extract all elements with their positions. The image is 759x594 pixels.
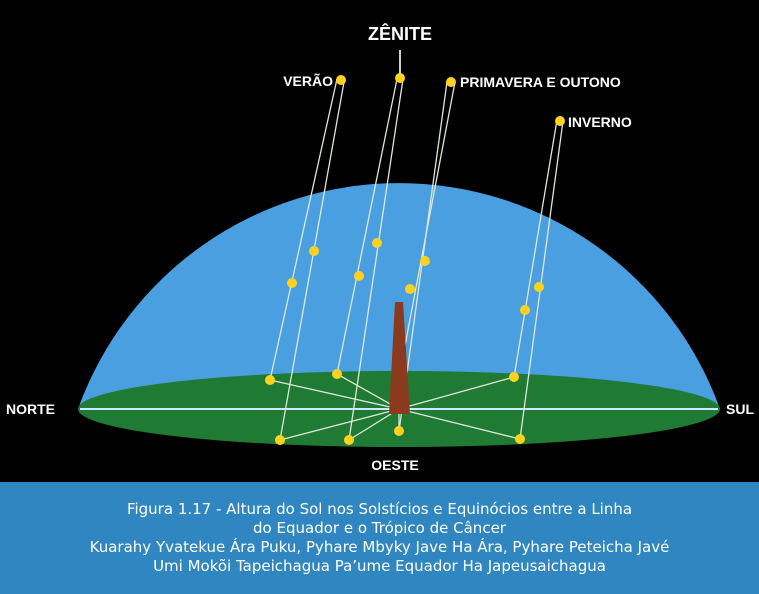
caption-line: Umi Mokõi Tapeichagua Pa’ume Equador Ha … [153, 557, 606, 575]
sun-dot [534, 282, 544, 292]
gnomon [389, 302, 410, 414]
sun-positions [265, 73, 565, 445]
sun-dot [344, 435, 354, 445]
sun-dot [395, 73, 405, 83]
sun-dot [287, 278, 297, 288]
sun-dot [309, 246, 319, 256]
sun-dot [372, 238, 382, 248]
label-zenith: ZÊNITE [368, 23, 432, 44]
sun-dot [336, 75, 346, 85]
sun-dot [555, 116, 565, 126]
label-winter: INVERNO [568, 114, 632, 130]
sun-dot [405, 284, 415, 294]
sun-dot [446, 77, 456, 87]
ground-lines [269, 373, 521, 441]
sun-dot [420, 256, 430, 266]
sun-dot [275, 435, 285, 445]
label-spring-autumn: PRIMAVERA E OUTONO [460, 74, 621, 90]
sky-dome-diagram: ZÊNITE VERÃO PRIMAVERA E OUTONO INVERNO … [6, 23, 755, 473]
sun-dot [520, 305, 530, 315]
caption-line: Kuarahy Yvatekue Ára Puku, Pyhare Mbyky … [89, 538, 670, 556]
caption-line: do Equador e o Trópico de Câncer [253, 519, 506, 537]
label-summer: VERÃO [283, 72, 333, 89]
sky-dome [78, 183, 720, 409]
figure-caption: Figura 1.17 - Altura do Sol nos Solstíci… [0, 482, 759, 594]
label-west: OESTE [371, 457, 418, 473]
sun-dot [515, 434, 525, 444]
sun-dot [354, 271, 364, 281]
label-north: NORTE [6, 401, 55, 417]
sun-dot [394, 426, 404, 436]
sun-dot [509, 372, 519, 382]
sun-dot [265, 375, 275, 385]
label-south: SUL [726, 401, 754, 417]
caption-line: Figura 1.17 - Altura do Sol nos Solstíci… [126, 500, 633, 518]
sun-dot [332, 369, 342, 379]
